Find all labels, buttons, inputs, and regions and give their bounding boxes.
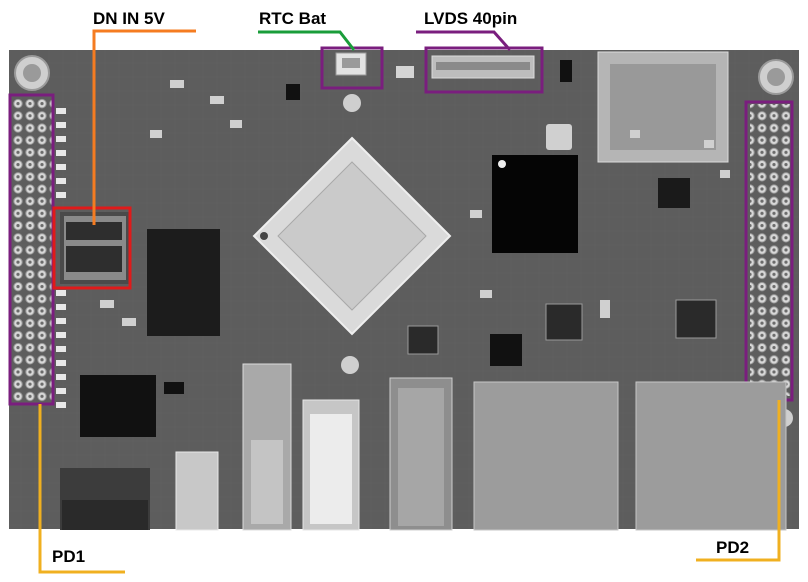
pd2-header-pins xyxy=(750,104,790,396)
pmic-chip xyxy=(80,375,156,437)
rtc-bat-label: RTC Bat xyxy=(259,9,327,28)
emmc-chip xyxy=(492,155,578,253)
lvds-label: LVDS 40pin xyxy=(424,9,518,28)
passive-components xyxy=(100,80,730,326)
dc-jack xyxy=(52,206,132,290)
rtc-connector xyxy=(320,46,414,90)
pd1-header-pins xyxy=(12,96,52,402)
cpu-chip xyxy=(252,136,452,336)
bottom-connectors xyxy=(60,363,787,531)
resistor-column xyxy=(56,108,66,408)
ram-chip xyxy=(147,229,220,336)
pd1-label: PD1 xyxy=(52,547,86,566)
mounting-holes xyxy=(14,55,794,427)
lvds-connector xyxy=(424,46,544,94)
pd2-label: PD2 xyxy=(716,538,750,557)
callout-lines xyxy=(38,29,781,574)
dc-in-label: DN IN 5V xyxy=(93,9,165,28)
